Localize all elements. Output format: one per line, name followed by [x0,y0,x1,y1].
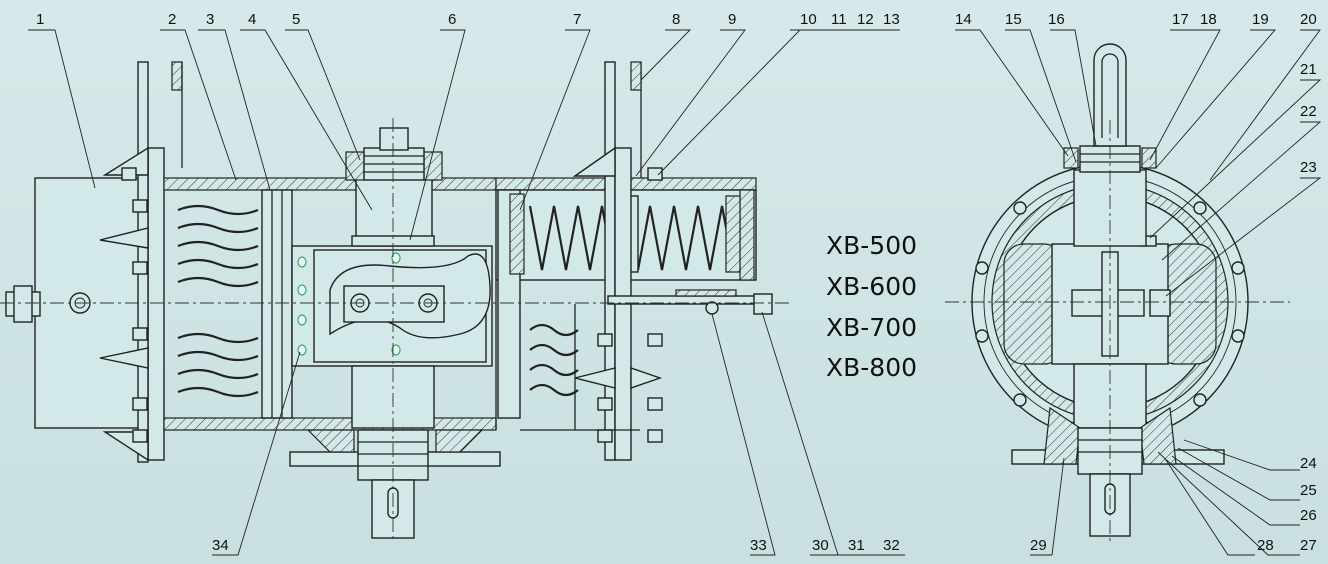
callout-number: 11 [831,11,847,28]
front-section-view [0,61,790,540]
side-flange-bolts [975,201,1245,407]
callout-number: 14 [955,11,972,28]
model-label: XB-600 [826,272,917,301]
callout-number: 19 [1252,11,1269,28]
callout-number: 3 [206,11,214,28]
callout-number: 20 [1300,11,1317,28]
model-list: XB-500 XB-600 XB-700 XB-800 [826,231,917,382]
callout-number: 6 [448,11,456,28]
callout-number: 9 [728,11,736,28]
callout-number: 34 [212,537,229,554]
callout-numbers: 1 2 3 4 5 6 7 8 9 10 11 12 13 14 15 16 1… [36,11,1317,554]
callout-number: 16 [1048,11,1065,28]
callout-number: 1 [36,11,44,28]
model-label: XB-800 [826,353,917,382]
model-label: XB-700 [826,313,917,342]
callout-number: 24 [1300,455,1317,472]
callout-number: 22 [1300,103,1317,120]
green-markers [297,252,401,356]
callout-number: 25 [1300,482,1317,499]
callout-number: 33 [750,537,767,554]
left-flange-bolts [121,167,148,443]
callout-number: 13 [883,11,900,28]
callout-number: 31 [848,537,865,554]
callout-number: 10 [800,11,817,28]
callout-number: 32 [883,537,900,554]
leader-lines [28,29,1322,556]
side-view [945,43,1290,545]
callout-number: 23 [1300,159,1317,176]
callout-number: 30 [812,537,829,554]
callout-number: 15 [1005,11,1022,28]
callout-number: 21 [1300,61,1317,78]
callout-number: 8 [672,11,680,28]
callout-number: 2 [168,11,176,28]
callout-number: 12 [857,11,874,28]
callout-number: 7 [573,11,581,28]
callout-number: 29 [1030,537,1047,554]
left-flange-plate [147,147,165,461]
callout-number: 5 [292,11,300,28]
model-label: XB-500 [826,231,917,260]
callout-number: 28 [1257,537,1274,554]
callout-number: 27 [1300,537,1317,554]
callout-number: 4 [248,11,256,28]
callout-number: 18 [1200,11,1217,28]
callout-number: 26 [1300,507,1317,524]
callout-number: 17 [1172,11,1189,28]
